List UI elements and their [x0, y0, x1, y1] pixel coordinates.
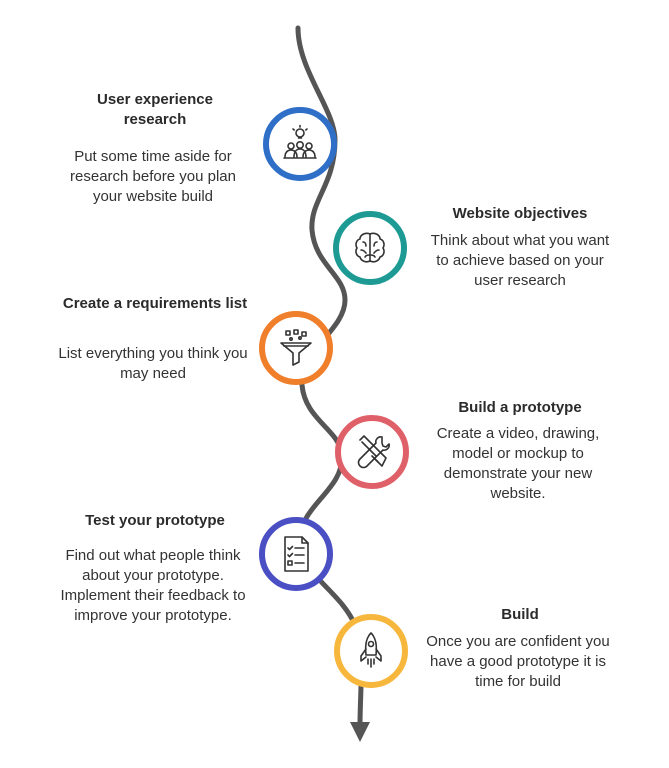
step-4-description: Create a video, drawing, model or mockup… — [436, 425, 600, 502]
step-6-title: Build — [501, 606, 539, 623]
brain-icon — [355, 232, 385, 263]
checklist-icon — [284, 536, 309, 572]
step-1-title: User experience research — [97, 91, 213, 128]
step-2-title: Website objectives — [452, 205, 588, 222]
step-5-title: Test your prototype — [85, 512, 225, 529]
step-1-description: Put some time aside for research before … — [70, 148, 236, 205]
path-line — [295, 25, 364, 728]
path-arrowhead — [350, 722, 370, 742]
step-4-icon-ring — [335, 415, 409, 489]
step-3-description: List everything you think you may need — [58, 345, 248, 382]
tools-icon — [357, 435, 390, 469]
rocket-icon — [360, 632, 382, 668]
step-1-icon-ring — [263, 107, 337, 181]
step-6-description: Once you are confident you have a good p… — [426, 633, 610, 690]
step-5-description: Find out what people think about your pr… — [60, 547, 246, 624]
step-3-title: Create a requirements list — [62, 295, 248, 312]
step-5-icon-ring — [259, 517, 333, 591]
step-3-icon-ring — [259, 311, 333, 385]
step-2-description: Think about what you want to achieve bas… — [430, 232, 610, 289]
step-6-icon-ring — [334, 614, 408, 688]
funnel-icon — [280, 329, 312, 366]
lightbulb-team-icon — [283, 124, 317, 159]
step-4-title: Build a prototype — [458, 399, 582, 416]
step-2-icon-ring — [333, 211, 407, 285]
